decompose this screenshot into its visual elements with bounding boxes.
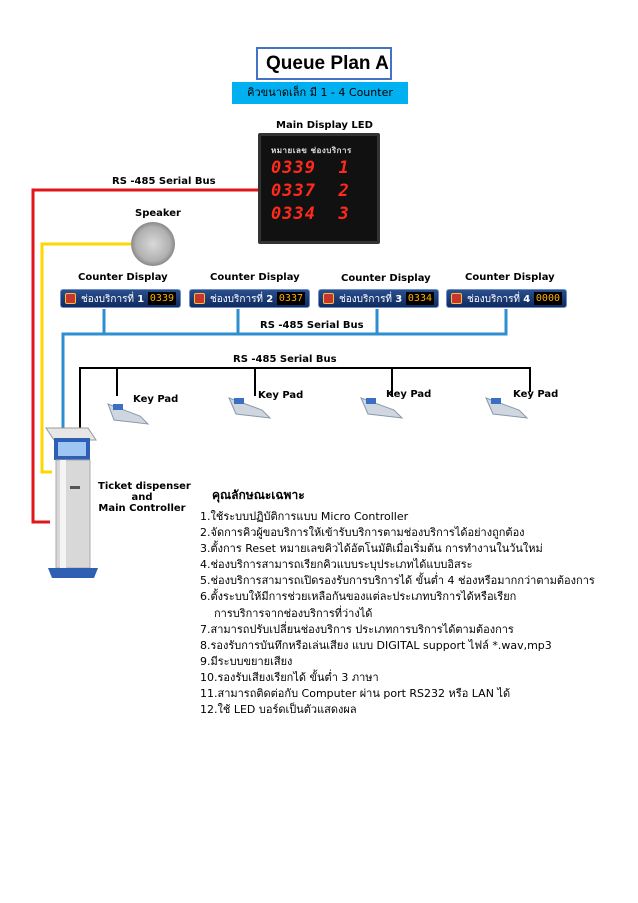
bus-label-bottom: RS -485 Serial Bus [233, 354, 337, 365]
counter-display-text-1: ช่องบริการที่ 1 [81, 292, 144, 307]
cd-counter-1: 1 [137, 294, 145, 305]
led-counter-1: 1 [338, 158, 350, 178]
led-counter-2: 2 [338, 181, 350, 201]
black-bus-line [79, 367, 531, 430]
feature-item: 5.ช่องบริการสามารถเปิดรองรับการบริการได้… [200, 574, 595, 588]
led-row-1: 0339 1 [271, 158, 350, 178]
led-number-1: 0339 [271, 158, 316, 178]
led-number-3: 0334 [271, 204, 316, 224]
counter-display-text-3: ช่องบริการที่ 3 [339, 292, 402, 307]
feature-item: 4.ช่องบริการสามารถเรียกคิวแบบระบุประเภทไ… [200, 558, 473, 572]
blue-bus-line [61, 309, 508, 430]
yellow-speaker-line [40, 242, 131, 474]
cd-number-2: 0337 [276, 292, 305, 305]
cd-number-3: 0334 [405, 292, 434, 305]
counter-display-text-2: ช่องบริการที่ 2 [210, 292, 273, 307]
speaker-icon [131, 222, 175, 266]
main-display-label: Main Display LED [276, 120, 373, 131]
counter-display-1: ช่องบริการที่ 1 0339 [60, 289, 181, 308]
feature-item: 3.ตั้งการ Reset หมายเลขคิวได้อัตโนมัติเม… [200, 542, 543, 556]
led-header: หมายเลข ช่องบริการ [271, 146, 352, 155]
feature-item: 7.สามารถปรับเปลี่ยนช่องบริการ ประเภทการบ… [200, 622, 514, 636]
features-heading: คุณลักษณะเฉพาะ [212, 488, 305, 502]
counter-display-text-4: ช่องบริการที่ 4 [467, 292, 530, 307]
keypad-label-4: Key Pad [513, 389, 559, 400]
dispenser-label-line2: and [131, 492, 153, 503]
counter-display-label-3: Counter Display [341, 273, 431, 284]
logo-icon [451, 293, 462, 304]
counter-display-label-2: Counter Display [210, 272, 300, 283]
keypad-icon-1 [107, 403, 150, 425]
cd-text-2: ช่องบริการที่ [210, 294, 264, 305]
cd-counter-4: 4 [523, 294, 531, 305]
cd-text-4: ช่องบริการที่ [467, 294, 521, 305]
feature-item: 2.จัดการคิวผู้ขอบริการให้เข้ารับบริการตา… [200, 526, 525, 540]
dispenser-label-line1: Ticket dispenser [98, 481, 191, 492]
logo-icon [194, 293, 205, 304]
keypad-label-3: Key Pad [386, 389, 432, 400]
led-number-2: 0337 [271, 181, 316, 201]
plan-title: Queue Plan A [256, 47, 392, 80]
logo-icon [323, 293, 334, 304]
feature-item: การบริการจากช่องบริการที่ว่างได้ [200, 606, 373, 620]
counter-display-2: ช่องบริการที่ 2 0337 [189, 289, 310, 308]
logo-icon [65, 293, 76, 304]
led-row-3: 0334 3 [271, 204, 350, 224]
led-counter-3: 3 [338, 204, 350, 224]
cd-text-3: ช่องบริการที่ [339, 294, 393, 305]
cd-number-1: 0339 [147, 292, 176, 305]
ticket-dispenser-icon [45, 427, 98, 578]
cd-text-1: ช่องบริการที่ [81, 294, 135, 305]
feature-item: 1.ใช้ระบบปฏิบัติการแบบ Micro Controller [200, 510, 409, 523]
feature-item: 6.ตั้งระบบให้มีการช่วยเหลือกันของแต่ละปร… [200, 590, 517, 604]
red-bus-line [31, 188, 258, 524]
dispenser-label: Ticket dispenser and Main Controller [98, 481, 191, 514]
feature-item: 10.รองรับเสียงเรียกได้ ขั้นต่ำ 3 ภาษา [200, 670, 379, 684]
counter-display-3: ช่องบริการที่ 3 0334 [318, 289, 439, 308]
feature-item: 11.สามารถติดต่อกับ Computer ผ่าน port RS… [200, 687, 511, 701]
features-list: คุณลักษณะเฉพาะ 1.ใช้ระบบปฏิบัติการแบบ Mi… [200, 488, 595, 718]
feature-item: 12.ใช้ LED บอร์ดเป็นตัวแสดงผล [200, 703, 357, 717]
cd-number-4: 0000 [533, 292, 562, 305]
feature-item: 8.รองรับการบันทึกหรือเล่นเสียง แบบ DIGIT… [200, 638, 552, 652]
keypad-label-2: Key Pad [258, 390, 304, 401]
main-display-led: หมายเลข ช่องบริการ 0339 1 0337 2 0334 3 [258, 133, 380, 244]
keypad-icon-3 [360, 397, 404, 419]
keypad-icon-2 [228, 397, 272, 419]
counter-display-label-1: Counter Display [78, 272, 168, 283]
keypad-label-1: Key Pad [133, 394, 179, 405]
cd-counter-3: 3 [395, 294, 403, 305]
feature-item: 9.มีระบบขยายเสียง [200, 654, 293, 668]
cd-counter-2: 2 [266, 294, 274, 305]
bus-label-top: RS -485 Serial Bus [112, 176, 216, 187]
bus-label-middle: RS -485 Serial Bus [260, 320, 364, 331]
speaker-label: Speaker [135, 208, 181, 219]
counter-display-label-4: Counter Display [465, 272, 555, 283]
dispenser-label-line3: Main Controller [98, 503, 186, 514]
led-row-2: 0337 2 [271, 181, 350, 201]
plan-subtitle: คิวขนาดเล็ก มี 1 - 4 Counter [232, 82, 408, 104]
counter-display-4: ช่องบริการที่ 4 0000 [446, 289, 567, 308]
keypad-icon-4 [485, 397, 529, 419]
